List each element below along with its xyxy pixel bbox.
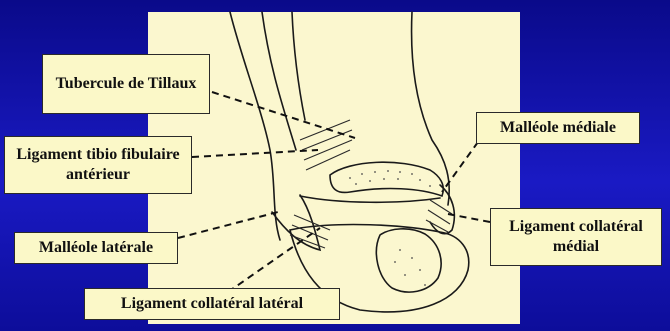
label-ligament-collateral-medial: Ligament collatéral médial: [490, 208, 662, 266]
label-malleole-mediale: Malléole médiale: [476, 112, 640, 144]
label-tubercule-de-tillaux: Tubercule de Tillaux: [42, 54, 210, 114]
leader-malleole-mediale: [442, 142, 478, 192]
talus-outline: [330, 162, 443, 196]
leader-malleole-laterale: [178, 212, 278, 238]
tibia-outline: [292, 12, 449, 205]
label-ligament-collateral-lateral: Ligament collatéral latéral: [84, 288, 340, 320]
leader-lig-tibio: [192, 150, 318, 157]
label-ligament-tibio-fibulaire: Ligament tibio fibulaire antérieur: [4, 136, 192, 194]
fibula-outline: [230, 12, 296, 240]
leader-lig-collateral-lateral: [228, 228, 320, 292]
label-malleole-laterale: Malléole latérale: [14, 232, 178, 264]
leader-tubercule: [212, 92, 355, 138]
